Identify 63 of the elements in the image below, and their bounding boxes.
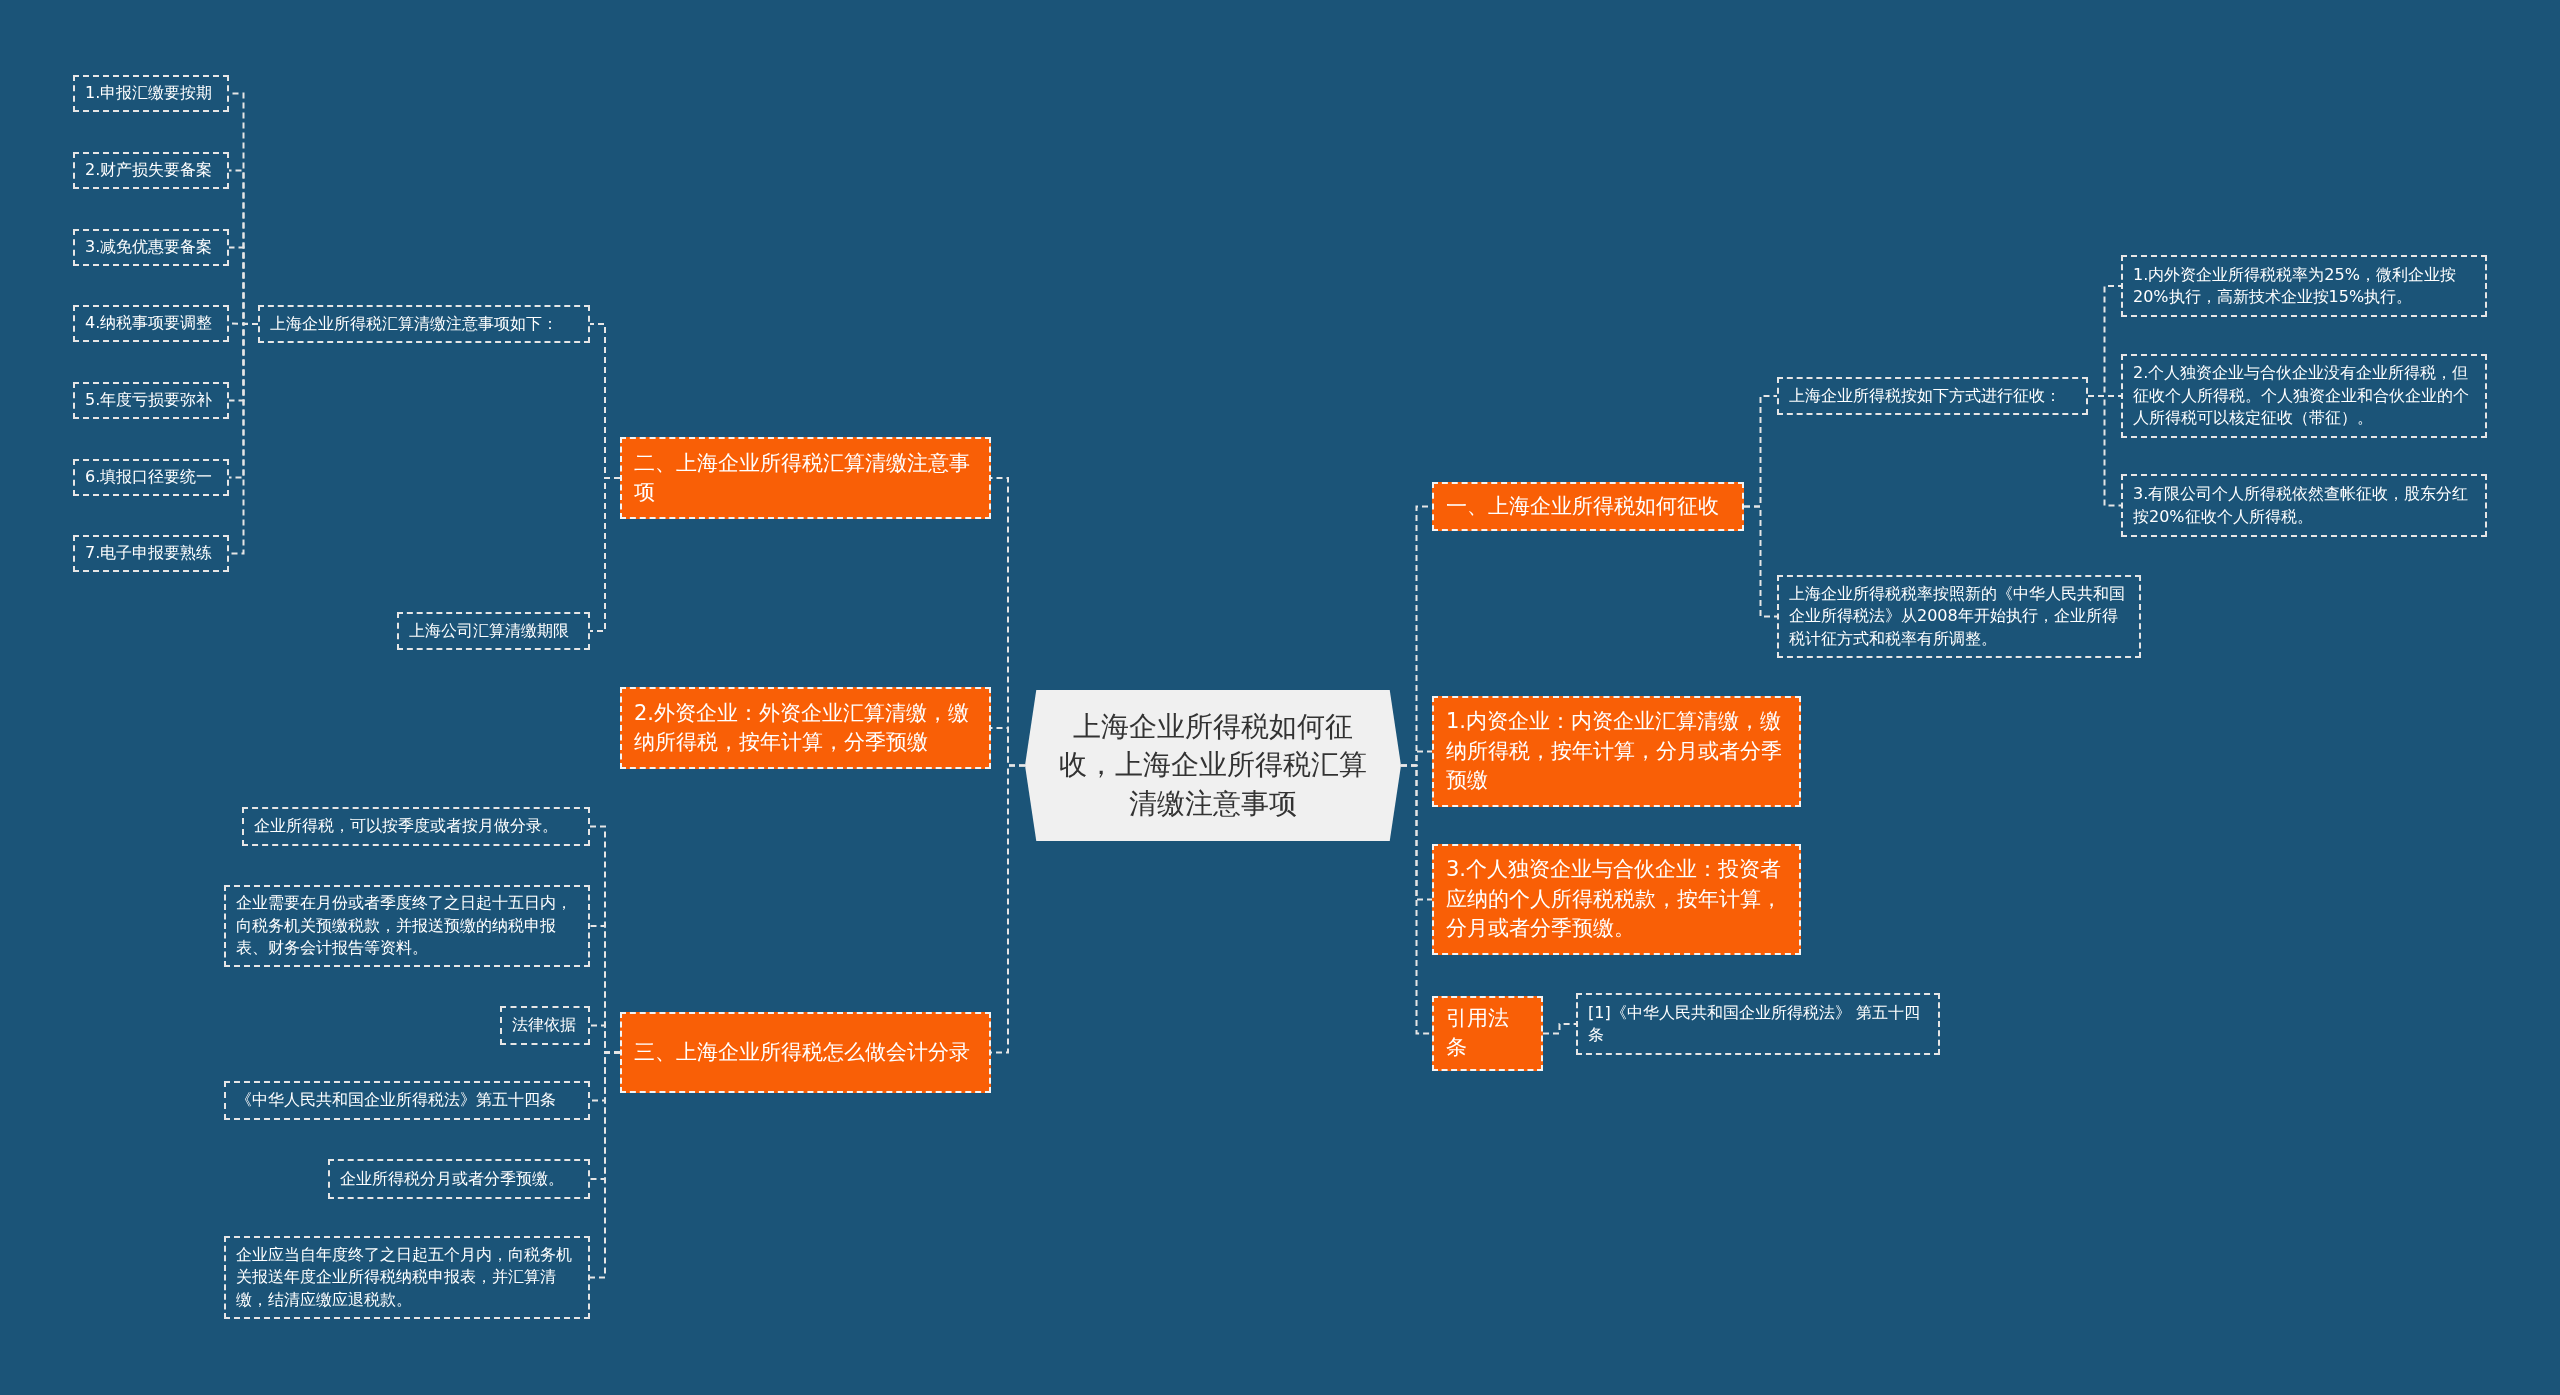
subtopic-text: 5.年度亏损要弥补 xyxy=(85,389,213,412)
subtopic-box xyxy=(73,75,229,112)
subtopic-box xyxy=(73,152,229,189)
subtopic-box xyxy=(224,1236,590,1319)
topic-text: 二、上海企业所得税汇算清缴注意事项 xyxy=(634,449,971,506)
subtopic-box xyxy=(328,1159,590,1199)
subtopic-text: [1]《中华人民共和国企业所得税法》 第五十四条 xyxy=(1588,1001,1921,1046)
topic-box xyxy=(620,1012,991,1093)
topic-box xyxy=(1432,996,1543,1071)
subtopic-text: 企业应当自年度终了之日起五个月内，向税务机关报送年度企业所得税纳税申报表，并汇算清缴，结清应缴应退税款。 xyxy=(236,1243,573,1311)
subtopic-box xyxy=(500,1006,590,1045)
subtopic-text: 上海企业所得税汇算清缴注意事项如下： xyxy=(270,312,558,335)
subtopic-text: 6.填报口径要统一 xyxy=(85,466,213,489)
subtopic-text: 企业所得税，可以按季度或者按月做分录。 xyxy=(254,815,558,838)
subtopic-box xyxy=(1576,993,1940,1055)
topic-text: 三、上海企业所得税怎么做会计分录 xyxy=(634,1038,970,1066)
connector-line xyxy=(1542,1023,1577,1035)
topic-text: 1.内资企业：内资企业汇算清缴，缴纳所得税，按年计算，分月或者分季预缴 xyxy=(1446,708,1783,795)
subtopic-box xyxy=(2121,255,2487,317)
subtopic-text: 2.个人独资企业与合伙企业没有企业所得税，但征收个人所得税。个人独资企业和合伙企业的个人所得税可以核定征收（带征）。 xyxy=(2133,362,2470,430)
subtopic-text: 4.纳税事项要调整 xyxy=(85,312,213,335)
subtopic-box xyxy=(73,305,229,342)
subtopic-box xyxy=(1777,377,2088,415)
topic-text: 2.外资企业：外资企业汇算清缴，缴纳所得税，按年计算，分季预缴 xyxy=(634,699,971,756)
topic-text: 引用法条 xyxy=(1446,1005,1510,1062)
topic-text: 一、上海企业所得税如何征收 xyxy=(1446,492,1719,520)
subtopic-text: 企业所得税分月或者分季预缴。 xyxy=(340,1167,564,1190)
subtopic-text: 上海企业所得税按如下方式进行征收： xyxy=(1789,384,2061,407)
central-topic-box xyxy=(1025,690,1401,841)
subtopic-box xyxy=(2121,474,2487,537)
subtopic-text: 7.电子申报要熟练 xyxy=(85,542,213,565)
subtopic-box xyxy=(73,535,229,572)
topic-box xyxy=(1432,844,1801,955)
subtopic-text: 上海公司汇算清缴期限 xyxy=(409,619,569,642)
connector-line xyxy=(589,1051,621,1279)
subtopic-text: 企业需要在月份或者季度终了之日起十五日内，向税务机关预缴税款，并报送预缴的纳税申报表、财务会计报告等资料。 xyxy=(236,892,573,960)
connector-line xyxy=(589,477,621,632)
connector-line xyxy=(2087,395,2122,507)
subtopic-box xyxy=(73,229,229,266)
subtopic-box xyxy=(73,459,229,496)
connector-line xyxy=(1743,505,1778,618)
topic-box xyxy=(1432,482,1744,531)
subtopic-text: 3.减免优惠要备案 xyxy=(85,236,213,259)
subtopic-text: 2.财产损失要备案 xyxy=(85,159,213,182)
subtopic-box xyxy=(397,612,590,650)
subtopic-box xyxy=(73,382,229,419)
central-topic-text: 上海企业所得税如何征收，上海企业所得税汇算清缴注意事项 xyxy=(1058,708,1368,822)
subtopic-box xyxy=(258,305,590,343)
subtopic-text: 1.申报汇缴要按期 xyxy=(85,82,213,105)
subtopic-text: 《中华人民共和国企业所得税法》第五十四条 xyxy=(236,1089,556,1112)
subtopic-text: 1.内外资企业所得税税率为25%，微利企业按20%执行，高新技术企业按15%执行。 xyxy=(2133,263,2457,308)
topic-box xyxy=(1432,696,1801,807)
subtopic-box xyxy=(2121,354,2487,438)
subtopic-text: 上海企业所得税税率按照新的《中华人民共和国企业所得税法》从2008年开始执行，企业所得税计征方式和税率有所调整。 xyxy=(1789,582,2126,650)
topic-text: 3.个人独资企业与合伙企业：投资者应纳的个人所得税税款，按年计算，分月或者分季预缴。 xyxy=(1446,856,1783,943)
subtopic-text: 法律依据 xyxy=(512,1014,576,1037)
subtopic-box xyxy=(224,885,590,967)
subtopic-box xyxy=(224,1081,590,1120)
topic-box xyxy=(620,687,991,769)
subtopic-text: 3.有限公司个人所得税依然查帐征收，股东分红按20%征收个人所得税。 xyxy=(2133,483,2470,528)
topic-box xyxy=(620,437,991,519)
subtopic-box xyxy=(1777,575,2141,658)
subtopic-box xyxy=(242,807,590,846)
